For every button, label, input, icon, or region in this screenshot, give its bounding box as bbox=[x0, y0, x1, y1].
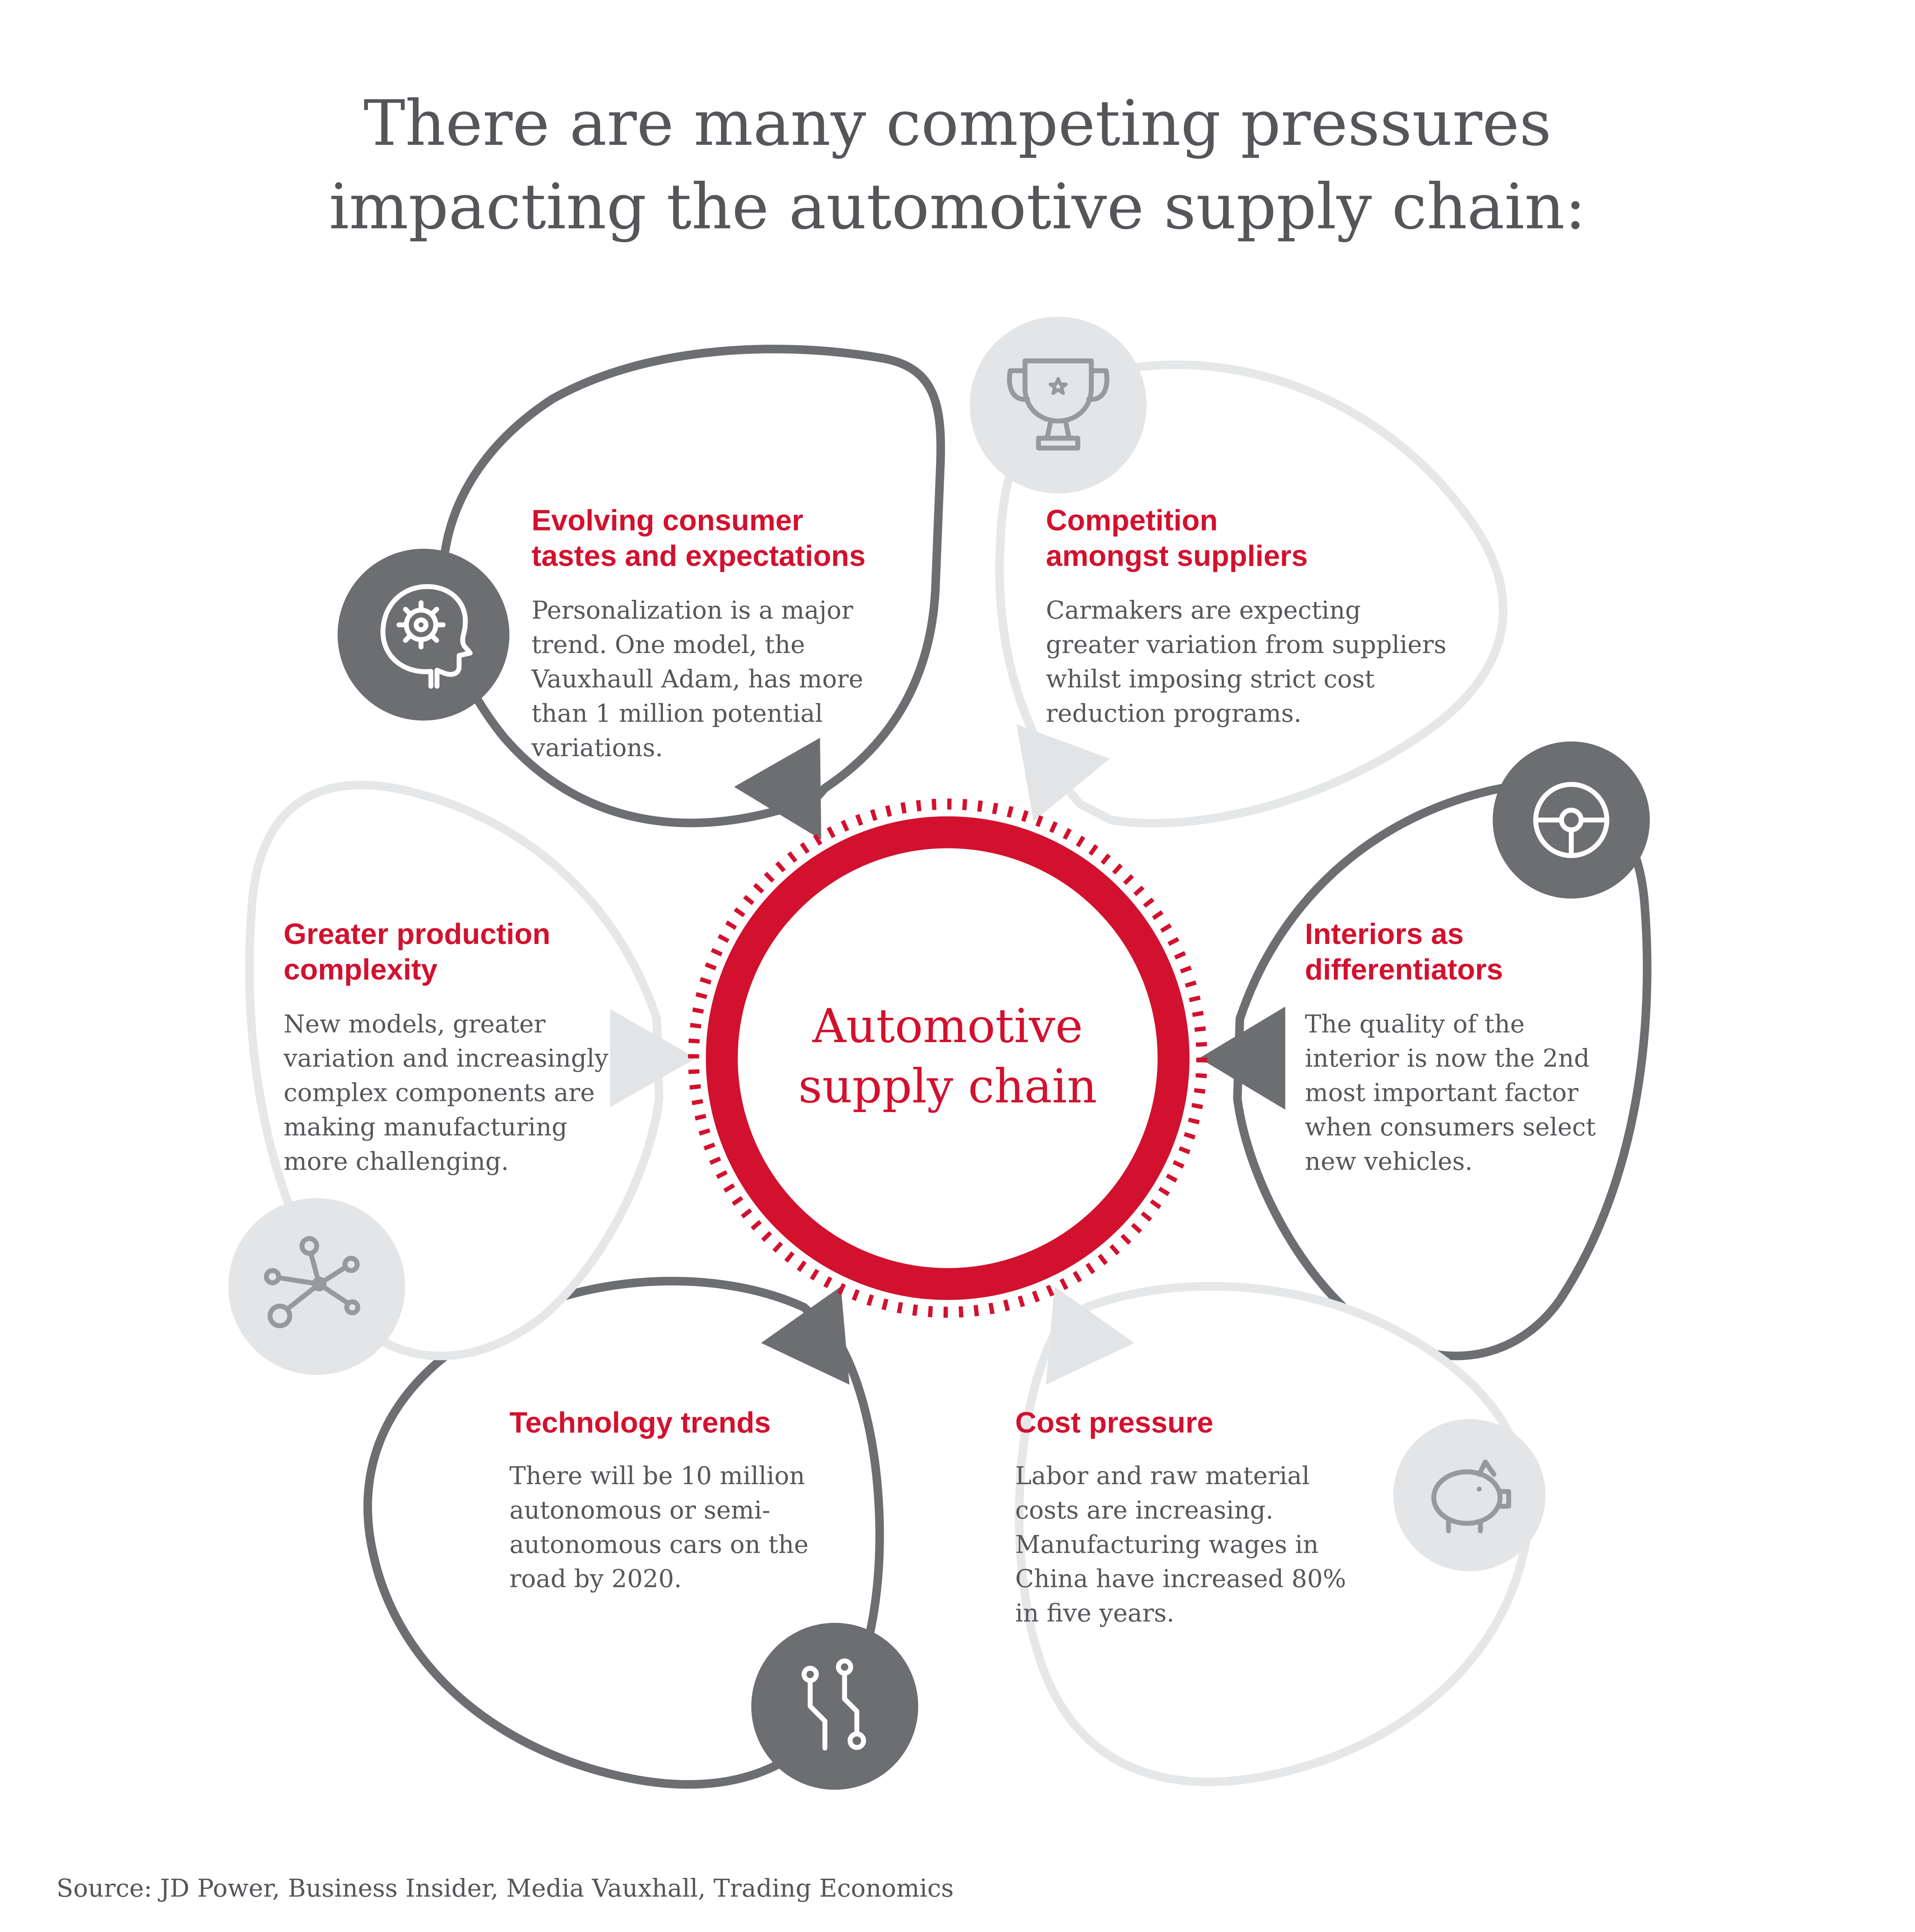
arrow-competition bbox=[1016, 724, 1110, 821]
petal-interiors: Interiors as differentiators The quality… bbox=[1305, 917, 1618, 1178]
center-ring bbox=[706, 816, 1190, 1300]
petal-body-evolving-consumer: Personalization is a major trend. One mo… bbox=[531, 595, 864, 762]
petal-body-competition: Carmakers are expecting greater variatio… bbox=[1046, 595, 1447, 728]
center-ring-ticks bbox=[688, 798, 1208, 1318]
source-line: Source: JD Power, Business Insider, Medi… bbox=[56, 1873, 954, 1903]
circuit-icon bbox=[751, 1622, 918, 1790]
petal-evolving-consumer: Evolving consumer tastes and expectation… bbox=[532, 503, 900, 764]
page-title: There are many competing pressures impac… bbox=[329, 88, 1586, 244]
arrow-production bbox=[610, 1009, 696, 1107]
petal-heading-cost-pressure: Cost pressure bbox=[1015, 1406, 1214, 1440]
arrow-evolving-consumer bbox=[734, 738, 821, 840]
piggy-bank-icon bbox=[1393, 1419, 1546, 1571]
molecule-icon bbox=[228, 1198, 405, 1375]
petal-body-technology: There will be 10 million autonomous or s… bbox=[509, 1461, 809, 1594]
petal-heading-production: Greater production complexity bbox=[283, 918, 551, 988]
petal-heading-evolving-consumer: Evolving consumer tastes and expectation… bbox=[531, 504, 866, 574]
arrow-technology bbox=[761, 1286, 850, 1385]
petal-body-cost-pressure: Labor and raw material costs are increas… bbox=[1015, 1461, 1346, 1628]
head-gear-icon bbox=[337, 549, 510, 721]
petal-cost-pressure: Cost pressure Labor and raw material cos… bbox=[1015, 1406, 1347, 1631]
petal-body-production: New models, greater variation and increa… bbox=[283, 1008, 609, 1175]
steering-wheel-icon bbox=[1493, 741, 1650, 899]
petal-heading-interiors: Interiors as differentiators bbox=[1305, 918, 1503, 988]
arrow-interiors bbox=[1199, 1007, 1286, 1110]
petal-heading-technology: Technology trends bbox=[509, 1406, 771, 1440]
center-label: Automotive supply chain bbox=[798, 999, 1097, 1114]
arrow-cost-pressure bbox=[1046, 1286, 1134, 1385]
petal-shape-interiors bbox=[1233, 781, 1651, 1361]
trophy-icon bbox=[969, 316, 1147, 494]
petal-competition: Competition amongst suppliers Carmakers … bbox=[1046, 503, 1451, 730]
petal-shape-evolving-consumer bbox=[438, 345, 945, 827]
petal-heading-competition: Competition amongst suppliers bbox=[1046, 504, 1308, 574]
petal-shape-cost-pressure bbox=[1015, 1282, 1533, 1786]
petal-body-interiors: The quality of the interior is now the 2… bbox=[1305, 1008, 1596, 1175]
petal-shape-competition bbox=[995, 360, 1508, 828]
petal-production: Greater production complexity New models… bbox=[284, 917, 609, 1178]
petal-technology: Technology trends There will be 10 milli… bbox=[509, 1406, 822, 1596]
